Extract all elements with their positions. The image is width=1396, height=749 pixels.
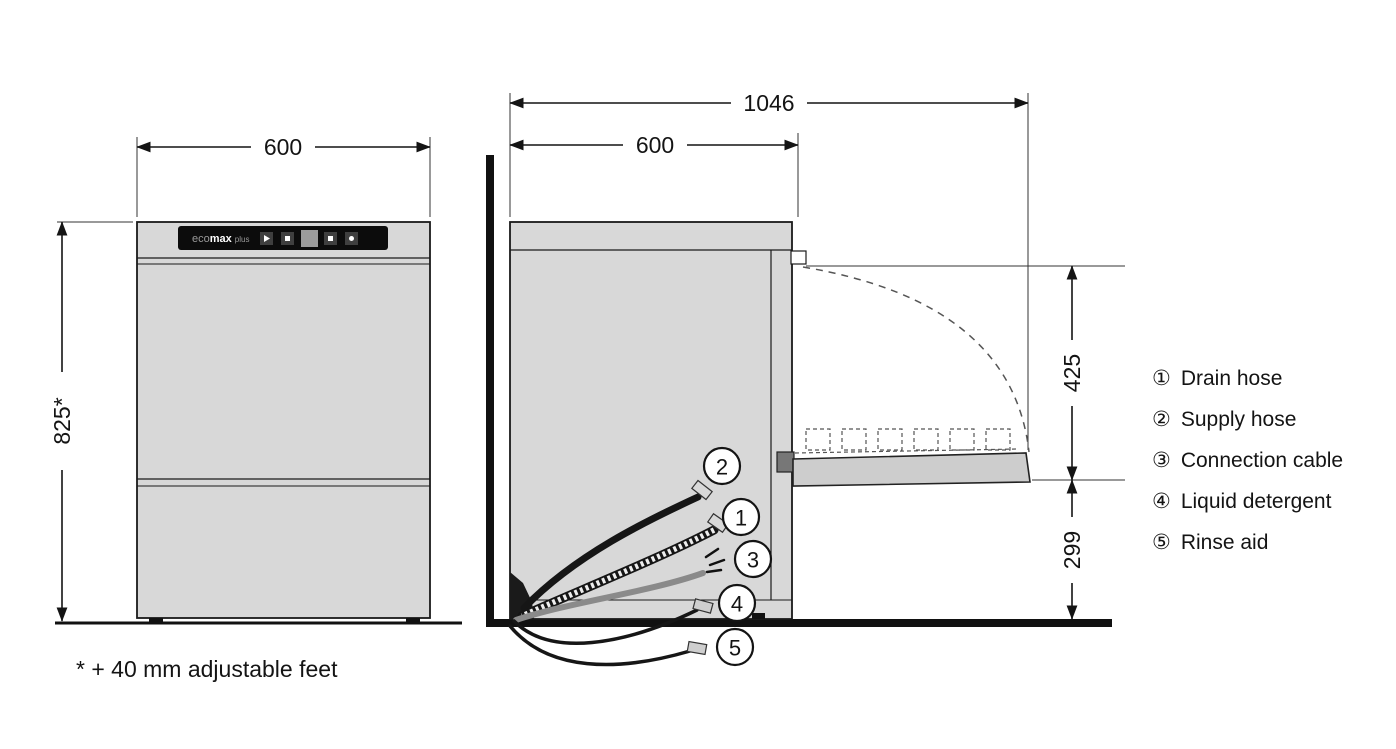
floor (486, 619, 1112, 627)
legend-item-drain-hose: ① Drain hose (1152, 366, 1343, 391)
connection-cable (513, 570, 706, 623)
legend-item-connection-cable: ③ Connection cable (1152, 448, 1343, 473)
brand-plus: plus (235, 235, 250, 244)
callout-circle-5 (715, 627, 755, 667)
rinse-aid-connector (686, 640, 708, 656)
dim-mask (48, 372, 76, 470)
callout-circle-3 (733, 539, 773, 579)
legend-label-liquid-detergent: Liquid detergent (1180, 489, 1332, 513)
front-width-dim: 600 (264, 134, 302, 160)
hoses (508, 479, 730, 667)
callout-circle-4 (717, 583, 757, 623)
wall (486, 155, 494, 624)
square-icon (285, 236, 290, 241)
total-width-dim: 1046 (743, 90, 794, 116)
supply-hose-connector (690, 479, 714, 501)
dish-rack-dashed (794, 428, 1019, 454)
callout-2: 2 (716, 455, 728, 480)
side-view: 1046 600 425 (486, 90, 1125, 627)
callout-circle-2 (702, 446, 742, 486)
drain-hose-connector (706, 512, 730, 534)
cable-stripped-wires-icon (704, 547, 726, 574)
rinse-aid-hose (508, 624, 692, 667)
door-latch (790, 250, 807, 265)
display-window (301, 230, 318, 247)
brand-max: max (210, 233, 233, 245)
depth-dim: 600 (636, 132, 674, 158)
front-machine-body (136, 221, 431, 619)
drain-hose-corrugation (520, 527, 716, 619)
brand-eco: eco (192, 233, 210, 245)
front-height-dim: 825* (49, 397, 75, 444)
foot (406, 618, 420, 623)
callout-3: 3 (747, 548, 759, 573)
legend-label-supply-hose: Supply hose (1180, 407, 1297, 431)
callout-5: 5 (729, 636, 741, 661)
dim-mask (731, 90, 807, 116)
legend-label-drain-hose: Drain hose (1180, 366, 1283, 390)
legend-label-connection-cable: Connection cable (1180, 448, 1344, 472)
base-height-dim: 299 (1059, 531, 1085, 569)
adjustable-feet-footnote: * + 40 mm adjustable feet (76, 656, 338, 682)
square-icon (328, 236, 333, 241)
legend-num-3: ③ (1152, 449, 1171, 472)
callout-circle-1 (721, 497, 761, 537)
legend-num-4: ④ (1152, 490, 1171, 513)
callout-1: 1 (735, 506, 747, 531)
dot-icon (349, 236, 354, 241)
detergent-hose (512, 608, 699, 645)
door-hinge (776, 451, 795, 473)
dim-mask (1058, 517, 1086, 583)
door-height-dim: 425 (1059, 354, 1085, 392)
legend-item-supply-hose: ② Supply hose (1152, 407, 1343, 432)
callout-4: 4 (731, 592, 743, 617)
door-swing-arc-dashed (802, 266, 1030, 453)
legend-num-2: ② (1152, 408, 1171, 431)
legend-num-1: ① (1152, 367, 1171, 390)
foot (752, 613, 765, 619)
open-door-panel (792, 452, 1031, 487)
dim-mask (1058, 340, 1086, 406)
play-icon (264, 235, 270, 242)
detergent-hose-connector (692, 598, 714, 614)
legend: ① Drain hose ② Supply hose ③ Connection … (1152, 366, 1343, 571)
legend-item-rinse-aid: ⑤ Rinse aid (1152, 530, 1343, 555)
legend-item-liquid-detergent: ④ Liquid detergent (1152, 489, 1343, 514)
dim-mask (251, 134, 315, 160)
supply-hose (520, 493, 702, 612)
dim-mask (623, 132, 687, 158)
legend-num-5: ⑤ (1152, 531, 1171, 554)
legend-label-rinse-aid: Rinse aid (1180, 530, 1269, 554)
foot (149, 618, 163, 623)
callout-markers: 2 1 3 4 5 (702, 446, 773, 667)
